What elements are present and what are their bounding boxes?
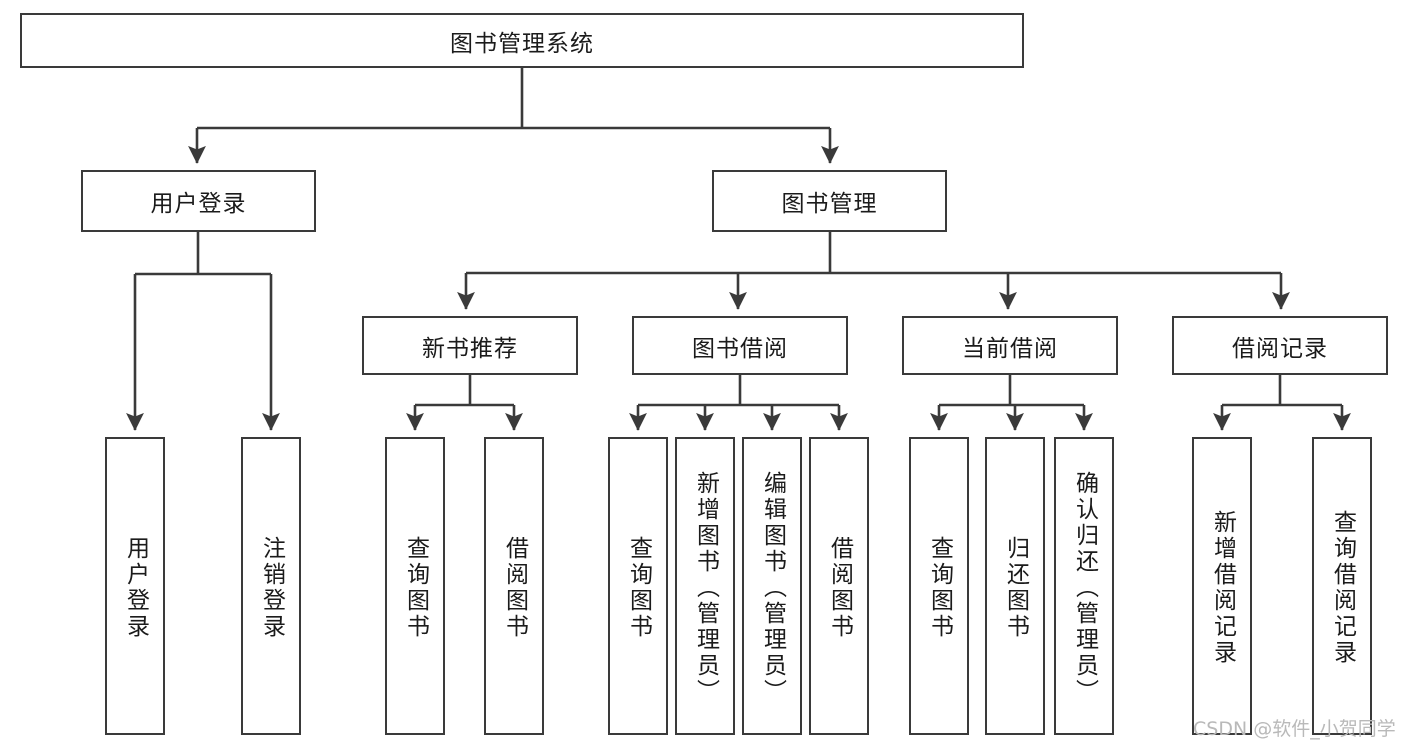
leaf-node-2[interactable]: 查询图书 [385,437,445,735]
node-label: 用户登录 [122,536,149,640]
node-label: 查询图书 [625,536,652,640]
leaf-node-5[interactable]: 新增图书（管理员） [675,437,735,735]
node-label: 借阅图书 [826,536,853,640]
node-label: 归还图书 [1002,536,1029,640]
leaf-node-4[interactable]: 查询图书 [608,437,668,735]
node-label: 确认归还（管理员） [1071,471,1098,705]
level2-node-3[interactable]: 借阅记录 [1172,316,1388,375]
node-label: 新增图书（管理员） [692,471,719,705]
node-label: 编辑图书（管理员） [759,471,786,705]
leaf-node-9[interactable]: 归还图书 [985,437,1045,735]
node-label: 借阅图书 [501,536,528,640]
node-label: 查询借阅记录 [1329,510,1356,666]
leaf-node-1[interactable]: 注销登录 [241,437,301,735]
node-label: 新书推荐 [422,335,518,362]
leaf-node-11[interactable]: 新增借阅记录 [1192,437,1252,735]
watermark-text: CSDN @软件_小贺同学 [1193,718,1396,740]
leaf-node-8[interactable]: 查询图书 [909,437,969,735]
node-label: 图书借阅 [692,335,788,362]
leaf-node-0[interactable]: 用户登录 [105,437,165,735]
node-label: 借阅记录 [1232,335,1328,362]
leaf-node-7[interactable]: 借阅图书 [809,437,869,735]
node-label: 图书管理系统 [450,30,594,57]
node-label: 查询图书 [926,536,953,640]
leaf-node-3[interactable]: 借阅图书 [484,437,544,735]
level2-node-1[interactable]: 图书借阅 [632,316,848,375]
leaf-node-6[interactable]: 编辑图书（管理员） [742,437,802,735]
level1-node-0[interactable]: 用户登录 [81,170,316,232]
node-label: 当前借阅 [962,335,1058,362]
root-node[interactable]: 图书管理系统 [20,13,1024,68]
level1-node-1[interactable]: 图书管理 [712,170,947,232]
node-label: 查询图书 [402,536,429,640]
level2-node-2[interactable]: 当前借阅 [902,316,1118,375]
leaf-node-12[interactable]: 查询借阅记录 [1312,437,1372,735]
level2-node-0[interactable]: 新书推荐 [362,316,578,375]
node-label: 新增借阅记录 [1209,510,1236,666]
node-label: 图书管理 [781,191,878,217]
leaf-node-10[interactable]: 确认归还（管理员） [1054,437,1114,735]
node-label: 注销登录 [258,536,285,640]
node-label: 用户登录 [150,191,247,217]
